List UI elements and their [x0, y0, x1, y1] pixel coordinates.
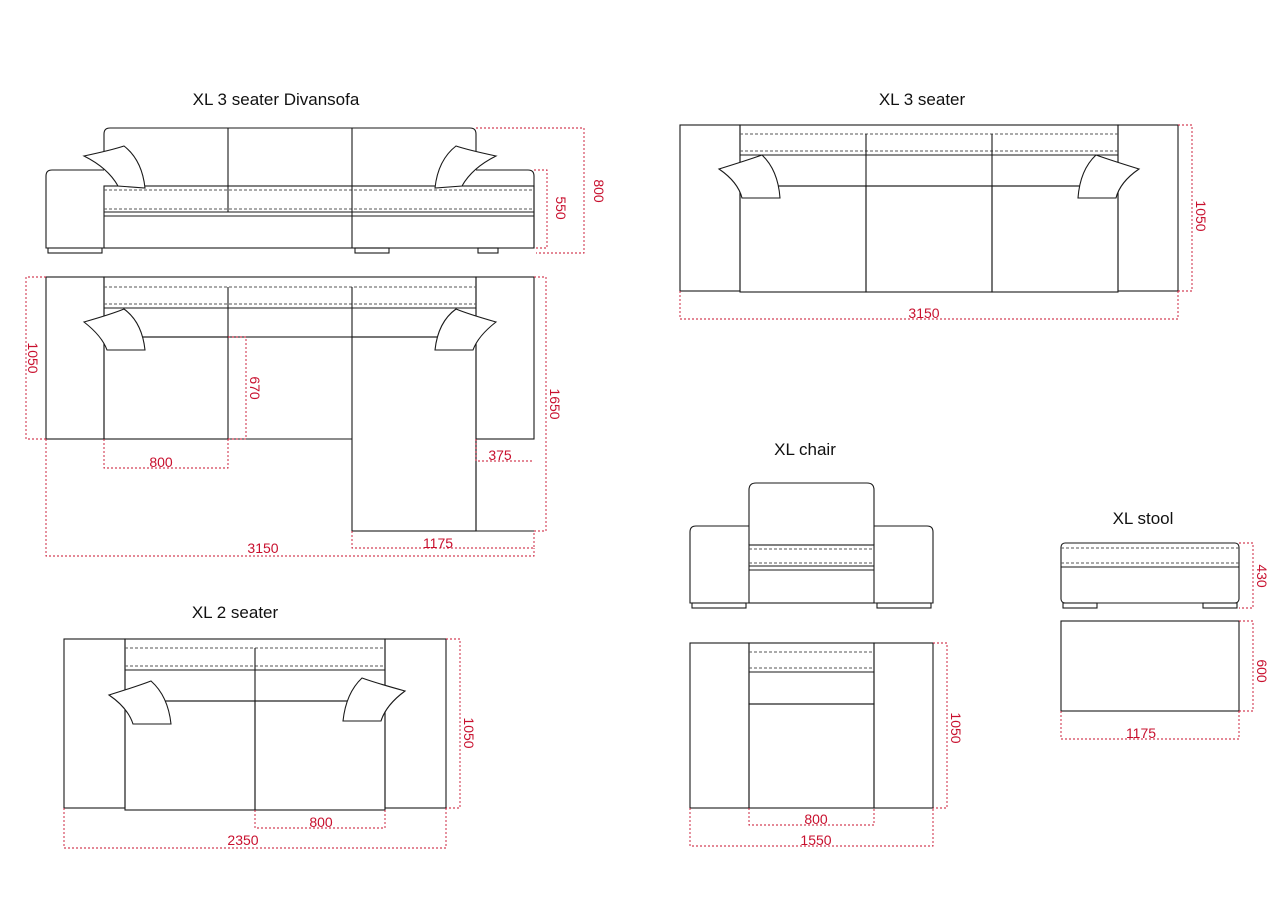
- pillow-icon: [107, 680, 172, 725]
- dim-divansofa-height: 800: [591, 179, 607, 203]
- pillow-icon: [342, 677, 407, 722]
- dim-stool-width: 1175: [1126, 725, 1156, 741]
- dim-two-seater-seat-width: 800: [309, 814, 333, 830]
- dim-three-seater-depth: 1050: [1193, 200, 1209, 231]
- dim-divansofa-width: 3150: [247, 540, 278, 556]
- dim-divansofa-chaise-depth: 1650: [547, 388, 563, 419]
- dim-two-seater-width: 2350: [227, 832, 258, 848]
- stool-top-view: 600 1175: [1060, 620, 1270, 741]
- pillow-icon: [82, 308, 146, 351]
- divansofa-top-view: 1050 670 1650 800 375 1175 3150: [25, 276, 563, 557]
- chair-top-view: 1050 800 1550: [689, 642, 964, 848]
- dim-divansofa-depth: 1050: [25, 342, 41, 373]
- dim-chair-seat-width: 800: [804, 811, 828, 827]
- pillow-icon: [434, 145, 498, 189]
- dim-chair-width: 1550: [800, 832, 831, 848]
- pillow-icon: [717, 154, 781, 199]
- dim-chair-depth: 1050: [948, 712, 964, 743]
- title-three-seater: XL 3 seater: [879, 90, 966, 109]
- title-two-seater: XL 2 seater: [192, 603, 279, 622]
- pillow-icon: [434, 308, 498, 351]
- stool-front-view: 430: [1060, 542, 1270, 609]
- dim-divansofa-chaise-width: 1175: [423, 535, 453, 551]
- pillow-icon: [1077, 154, 1141, 199]
- dim-divansofa-seat-depth: 670: [247, 376, 263, 400]
- pillow-icon: [82, 145, 146, 189]
- dim-stool-depth: 600: [1254, 659, 1270, 683]
- title-divansofa: XL 3 seater Divansofa: [193, 90, 360, 109]
- two-seater-top-view: 1050 800 2350: [63, 638, 477, 849]
- dim-three-seater-width: 3150: [908, 305, 939, 321]
- title-chair: XL chair: [774, 440, 836, 459]
- dim-two-seater-depth: 1050: [461, 717, 477, 748]
- chair-front-view: [689, 482, 934, 609]
- dim-stool-height: 430: [1254, 564, 1270, 588]
- dim-divansofa-arm-width: 375: [488, 447, 512, 463]
- title-stool: XL stool: [1113, 509, 1174, 528]
- divansofa-front-view: 800 550: [45, 127, 607, 254]
- three-seater-top-view: 1050 3150: [679, 124, 1209, 321]
- dim-divansofa-seat-height: 550: [553, 196, 569, 220]
- dim-divansofa-seat-width: 800: [149, 454, 173, 470]
